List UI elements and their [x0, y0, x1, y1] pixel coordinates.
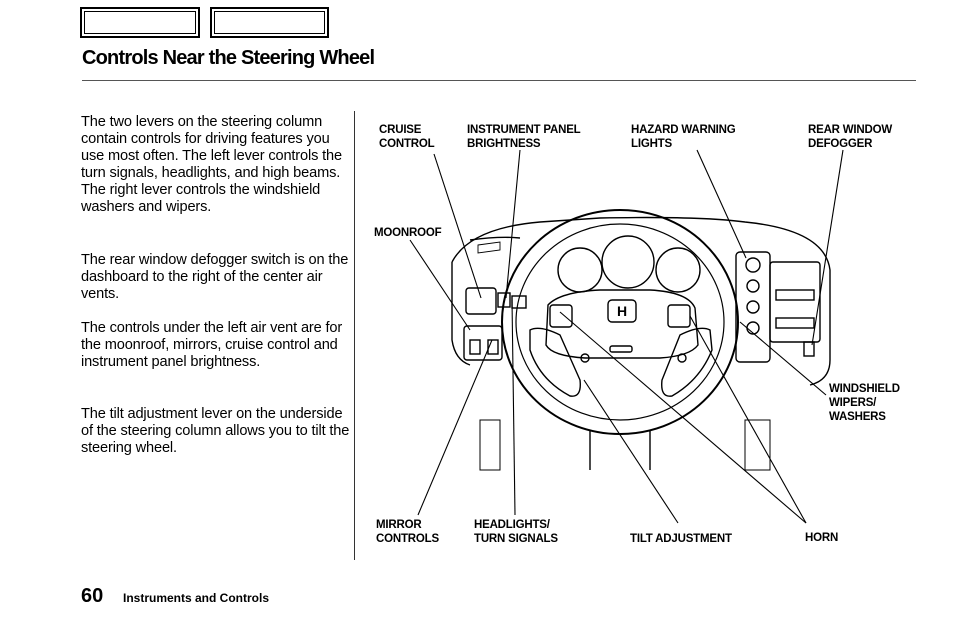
paragraph-levers: The two levers on the steering column co… [81, 114, 342, 215]
paragraph-tilt: The tilt adjustment lever on the undersi… [81, 406, 350, 456]
page-number: 60 [81, 585, 104, 607]
paragraph-defogger: The rear window defogger switch is on th… [81, 252, 349, 302]
label-headlights-turn-signals: HEADLIGHTS/TURN SIGNALS [474, 519, 558, 545]
paragraph-air-vent-controls: The controls under the left air vent are… [81, 320, 343, 370]
section-name: Instruments and Controls [123, 591, 270, 605]
label-tilt-adjustment: TILT ADJUSTMENT [630, 533, 732, 545]
label-moonroof: MOONROOF [374, 227, 442, 239]
title-divider [82, 80, 916, 81]
page-title: Controls Near the Steering Wheel [82, 47, 375, 69]
steering-wheel-diagram: H [409, 149, 844, 524]
nav-button-next[interactable] [210, 7, 329, 38]
label-horn: HORN [805, 532, 839, 544]
svg-text:H: H [617, 303, 627, 319]
nav-button-previous[interactable] [80, 7, 200, 38]
column-divider [354, 111, 355, 560]
